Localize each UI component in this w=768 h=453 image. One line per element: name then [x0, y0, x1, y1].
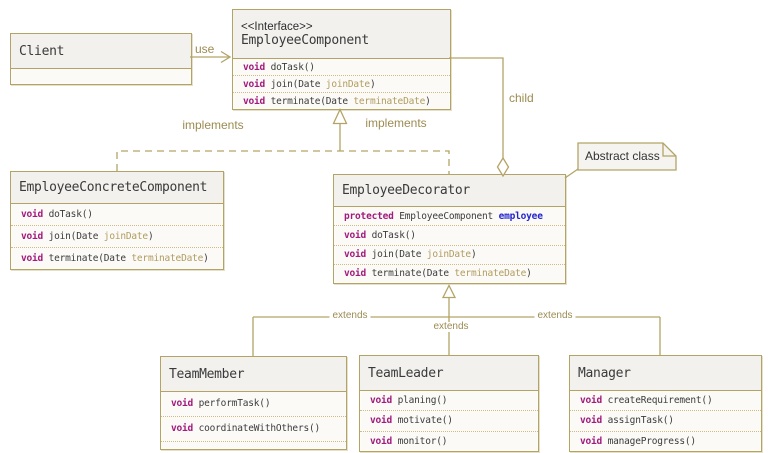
- note-tail-line: [564, 168, 579, 179]
- class-box-team-member: TeamMember void performTask() void coordi…: [160, 356, 347, 450]
- member-row: void join(Date joinDate): [334, 244, 565, 264]
- member-row: [161, 440, 346, 449]
- member-row: void join(Date joinDate): [233, 75, 450, 92]
- member-rows: void performTask() void coordinateWithOth…: [161, 392, 346, 449]
- member-row: void terminate(Date terminateDate): [233, 92, 450, 109]
- member-rows: protected EmployeeComponent employee void…: [334, 207, 565, 283]
- member-row: void terminate(Date terminateDate): [334, 263, 565, 283]
- open-arrowhead-icon: [220, 50, 232, 64]
- member-row: void createRequirement(): [580, 395, 713, 407]
- extends-label-right: extends: [534, 311, 576, 321]
- class-title: <<Interface>> EmployeeComponent: [233, 10, 450, 59]
- member-rows: void doTask() void join(Date joinDate)voi…: [11, 204, 223, 269]
- member-row: [11, 69, 191, 77]
- member-rows: void doTask() void join(Date joinDate)voi…: [233, 59, 450, 109]
- realization-triangle-icon: [332, 107, 348, 125]
- class-box-manager: Manager void createRequirement() void ass…: [569, 355, 762, 452]
- class-title: EmployeeDecorator: [334, 175, 565, 207]
- class-title: Manager: [570, 356, 761, 391]
- member-row: void doTask(): [21, 209, 93, 220]
- child-aggregation-line: [449, 57, 504, 158]
- member-row: void assignTask(): [570, 410, 761, 430]
- note-fold-icon: [662, 143, 676, 157]
- member-row: void manageProgress(): [570, 430, 761, 451]
- class-title: EmployeeConcreteComponent: [11, 172, 223, 204]
- extends-label-middle: extends: [430, 322, 472, 332]
- member-rows: void createRequirement() void assignTask(…: [570, 391, 761, 451]
- class-stereotype: <<Interface>>: [241, 20, 313, 33]
- use-label: use: [195, 42, 215, 56]
- member-row: void motivate(): [360, 410, 538, 430]
- extends-label-left: extends: [329, 311, 371, 321]
- member-rows: void planing() void motivate()void monito…: [360, 391, 538, 451]
- member-row: void terminate(Date terminateDate): [11, 247, 223, 269]
- member-row: void planing(): [370, 395, 448, 407]
- member-row: void monitor(): [360, 430, 538, 451]
- member-row: void join(Date joinDate): [11, 225, 223, 247]
- child-label: child: [509, 91, 534, 105]
- class-title: TeamLeader: [360, 356, 538, 391]
- member-row: void performTask(): [171, 398, 271, 410]
- member-rows: [11, 69, 191, 84]
- generalization-triangle-icon: [441, 284, 457, 299]
- class-box-employee-concrete-component: EmployeeConcreteComponent void doTask()v…: [10, 171, 224, 270]
- class-box-employee-decorator: EmployeeDecorator protected EmployeeComp…: [333, 174, 566, 284]
- member-row: void doTask(): [334, 225, 565, 244]
- class-box-employee-component: <<Interface>> EmployeeComponent void doT…: [232, 9, 451, 110]
- member-row: void coordinateWithOthers(): [161, 415, 346, 441]
- abstract-class-note-text: Abstract class: [585, 149, 660, 163]
- class-box-client: Client: [10, 33, 192, 85]
- class-title: TeamMember: [161, 357, 346, 392]
- class-box-team-leader: TeamLeader void planing() void motivate()…: [359, 355, 539, 452]
- member-row: protected EmployeeComponent employee: [344, 210, 543, 222]
- class-title: Client: [11, 34, 191, 69]
- implements-label-left: implements: [182, 118, 244, 132]
- class-title-text: EmployeeComponent: [241, 32, 369, 48]
- implements-label-right: implements: [365, 116, 427, 130]
- member-row: void doTask(): [243, 61, 315, 73]
